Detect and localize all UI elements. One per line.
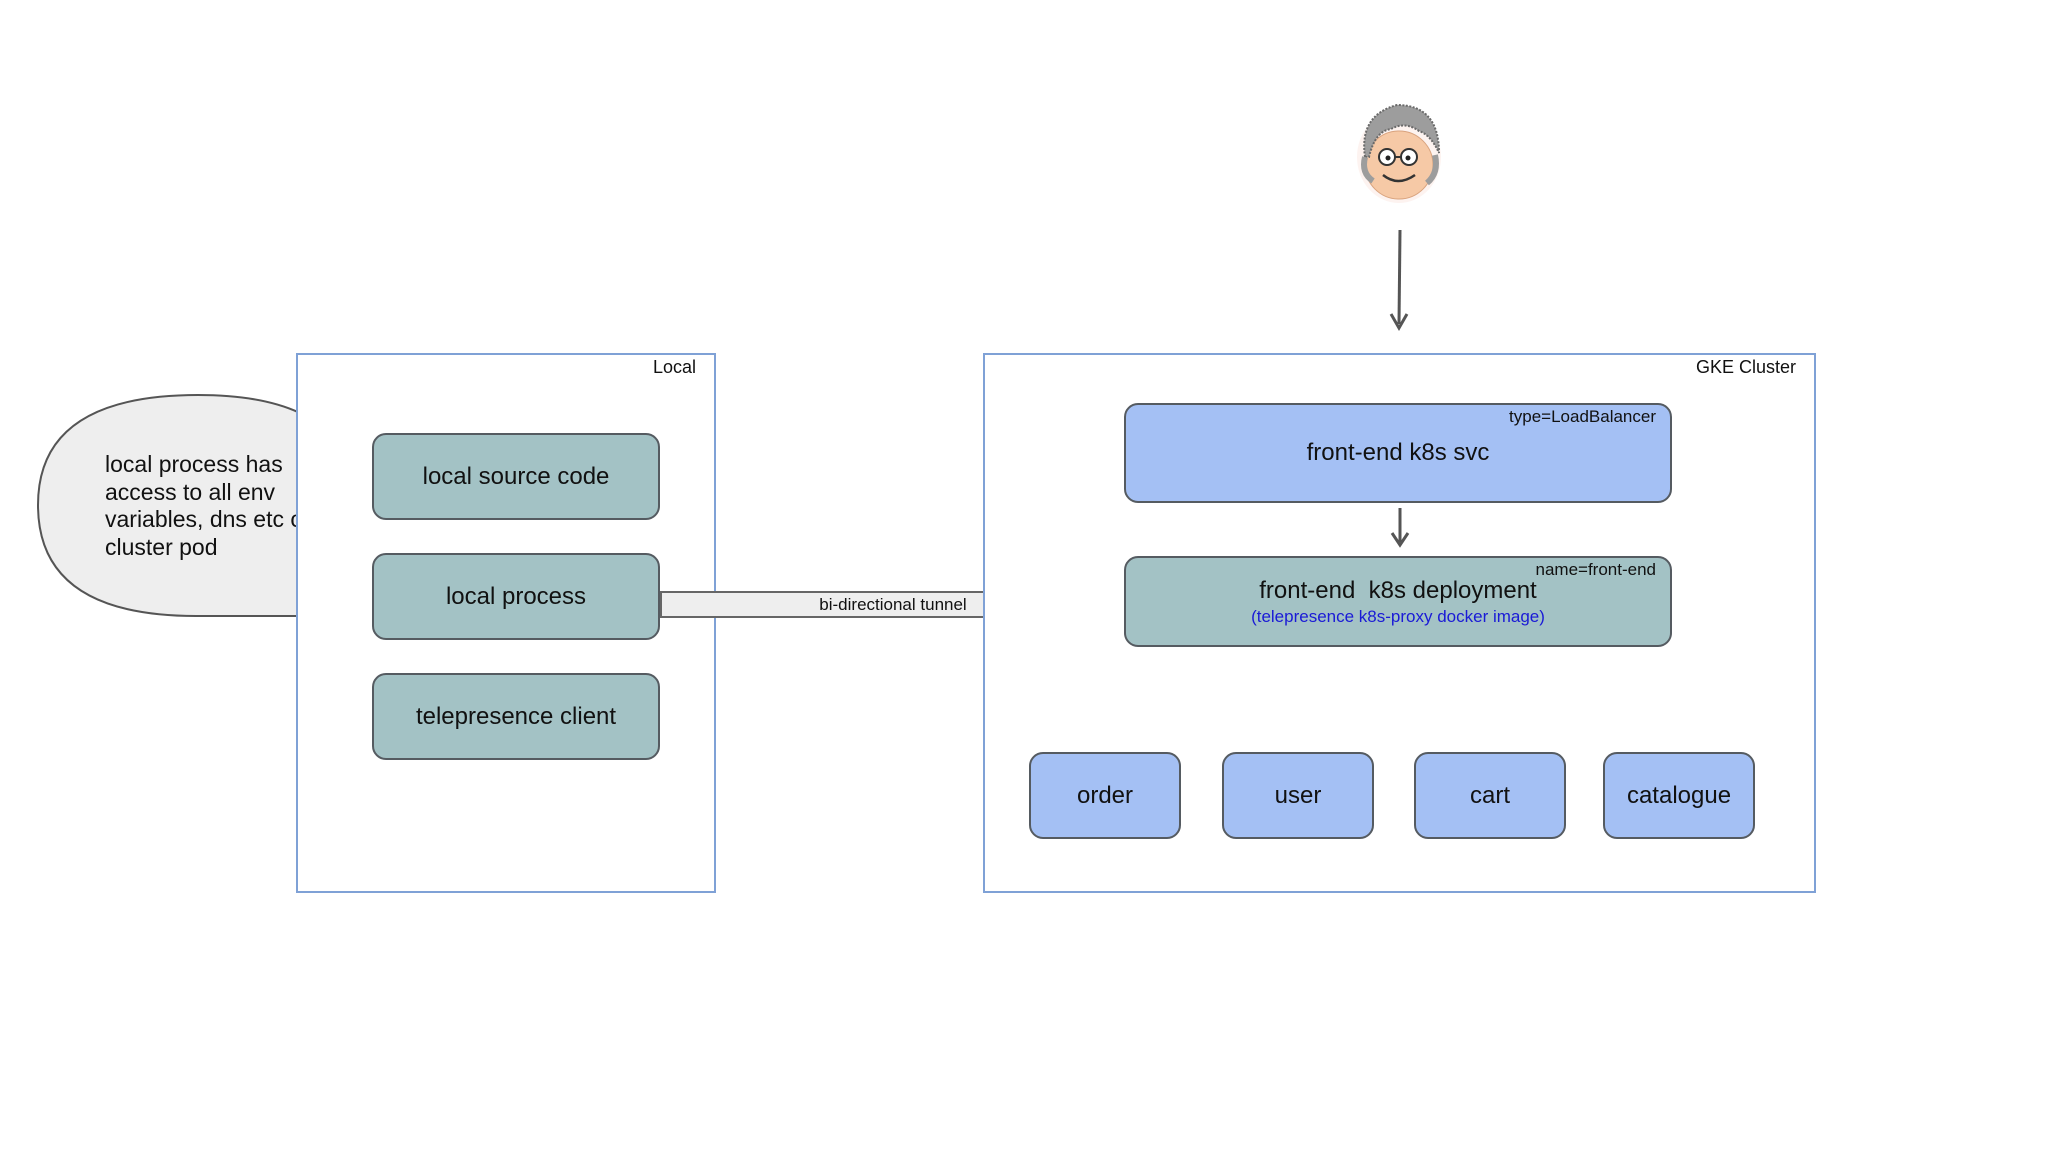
front-end-svc-label: front-end k8s svc: [1306, 439, 1490, 466]
callout-text: local process has access to all env vari…: [105, 451, 310, 560]
local-cluster-label: Local: [652, 357, 696, 377]
order-service-box[interactable]: order: [1029, 752, 1181, 839]
tunnel-label: bi-directional tunnel: [819, 594, 967, 614]
gke-cluster-label: GKE Cluster: [1695, 357, 1796, 377]
user-service-box[interactable]: user: [1222, 752, 1374, 839]
svc-type-tag: type=LoadBalancer: [1509, 407, 1656, 426]
cart-service-box[interactable]: cart: [1414, 752, 1566, 839]
front-end-deployment-label: front-end k8s deployment: [1259, 576, 1537, 604]
user-avatar-icon: [1357, 103, 1441, 203]
arrow-user-to-cluster: [1389, 229, 1409, 332]
deployment-name-tag: name=front-end: [1535, 560, 1657, 579]
catalogue-service-box[interactable]: catalogue: [1603, 752, 1755, 839]
front-end-svc-box[interactable]: type=LoadBalancer front-end k8s svc: [1124, 403, 1672, 503]
deployment-content: front-end k8s deployment (telepresence k…: [1251, 577, 1545, 627]
order-service-label: order: [1076, 781, 1134, 809]
catalogue-service-label: catalogue: [1626, 781, 1732, 809]
telepresence-client-box[interactable]: telepresence client: [372, 673, 660, 760]
front-end-deployment-box[interactable]: name=front-end front-end k8s deployment …: [1124, 556, 1672, 647]
local-source-code-label: local source code: [422, 462, 610, 490]
local-process-label: local process: [445, 582, 587, 610]
telepresence-client-label: telepresence client: [415, 702, 617, 730]
local-process-box[interactable]: local process: [372, 553, 660, 640]
deployment-sublabel: (telepresence k8s-proxy docker image): [1251, 606, 1545, 626]
arrow-svc-to-deployment: [1390, 508, 1410, 548]
local-source-code-box[interactable]: local source code: [372, 433, 660, 520]
cart-service-label: cart: [1469, 781, 1510, 809]
user-service-label: user: [1274, 781, 1322, 809]
